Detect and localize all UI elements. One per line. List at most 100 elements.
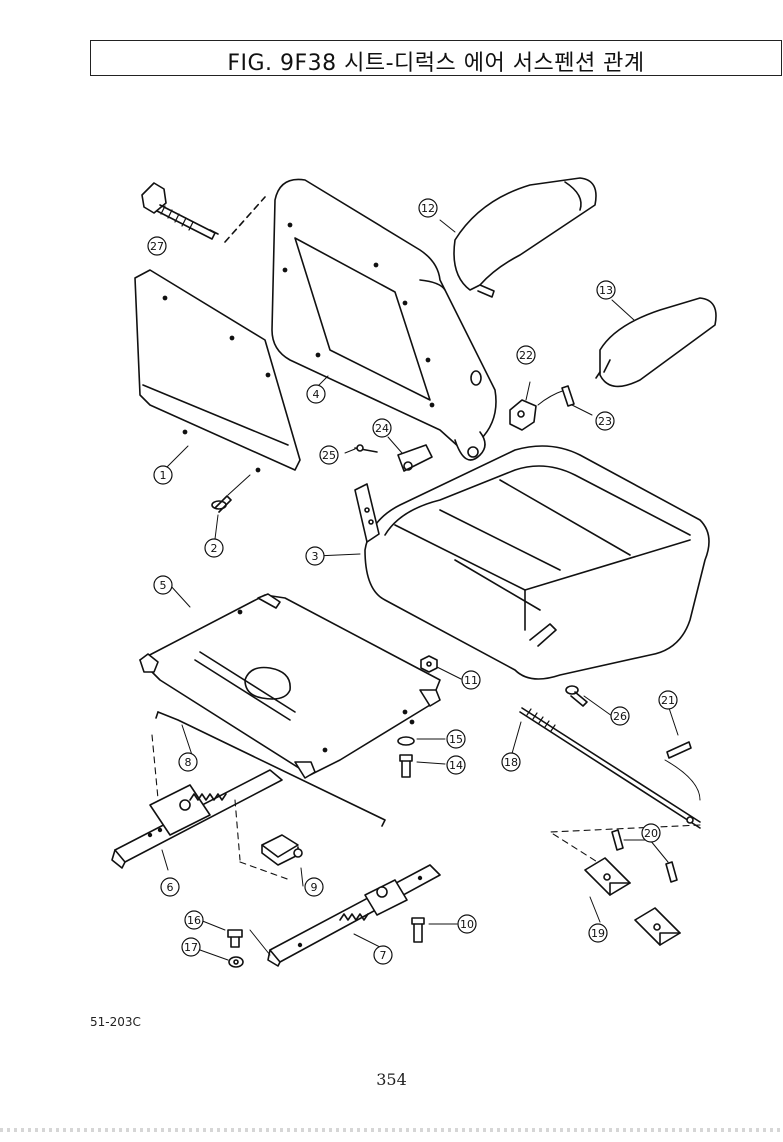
callout-23: 23 xyxy=(595,411,615,431)
callout-circle xyxy=(204,538,224,558)
callout-circle xyxy=(418,198,438,218)
part-22-bracket xyxy=(509,381,566,431)
callout-4: 4 xyxy=(306,384,326,404)
part-16-bolt xyxy=(227,929,243,948)
callout-circle xyxy=(153,465,173,485)
callout-label: 20 xyxy=(644,827,658,840)
callout-circle xyxy=(178,752,198,772)
callout-circle xyxy=(153,575,173,595)
part-20-pins xyxy=(611,829,678,883)
callout-6: 6 xyxy=(160,877,180,897)
part-6-slide-rail xyxy=(111,769,283,869)
part-17-nut xyxy=(228,956,244,968)
callout-label: 26 xyxy=(613,710,627,723)
callout-circle xyxy=(446,755,466,775)
callout-22: 22 xyxy=(516,345,536,365)
callout-label: 9 xyxy=(311,881,318,894)
callout-label: 18 xyxy=(504,756,518,769)
callout-3: 3 xyxy=(305,546,325,566)
callout-circle xyxy=(304,877,324,897)
part-14-bolt xyxy=(399,754,413,778)
part-21-pin xyxy=(666,741,692,759)
part-23-pin xyxy=(561,385,593,416)
callout-15: 15 xyxy=(446,729,466,749)
callout-label: 22 xyxy=(519,349,533,362)
part-18-threaded-rod xyxy=(519,707,701,871)
callout-label: 8 xyxy=(185,756,192,769)
part-12-armrest xyxy=(439,177,597,298)
figure-code: 51-203C xyxy=(90,1015,141,1029)
part-24-link xyxy=(387,436,433,472)
callout-circle xyxy=(319,445,339,465)
callout-26: 26 xyxy=(610,706,630,726)
callout-label: 11 xyxy=(464,674,478,687)
callout-label: 25 xyxy=(322,449,336,462)
callout-circle xyxy=(306,384,326,404)
part-19-brackets xyxy=(584,857,681,946)
part-26-screw xyxy=(565,685,588,707)
callout-12: 12 xyxy=(418,198,438,218)
figure-title: FIG. 9F38 시트-디럭스 에어 서스펜션 관계 xyxy=(227,51,645,76)
callout-8: 8 xyxy=(178,752,198,772)
callout-17: 17 xyxy=(181,937,201,957)
callout-label: 14 xyxy=(449,759,463,772)
callout-label: 21 xyxy=(661,694,675,707)
callout-label: 5 xyxy=(160,579,167,592)
callout-label: 1 xyxy=(160,469,167,482)
callout-label: 7 xyxy=(380,949,387,962)
part-11-nut xyxy=(420,655,438,673)
part-5-base-plate xyxy=(139,593,441,779)
callout-circle xyxy=(610,706,630,726)
callout-circle xyxy=(461,670,481,690)
callout-circle xyxy=(372,418,392,438)
callout-21: 21 xyxy=(658,690,678,710)
callout-circle xyxy=(658,690,678,710)
callout-circle xyxy=(181,937,201,957)
callout-2: 2 xyxy=(204,538,224,558)
callout-label: 10 xyxy=(460,918,474,931)
callout-label: 27 xyxy=(150,240,164,253)
callout-circle xyxy=(184,910,204,930)
callout-circle xyxy=(641,823,661,843)
callout-10: 10 xyxy=(457,914,477,934)
callout-circle xyxy=(501,752,521,772)
part-13-armrest-small xyxy=(595,297,717,388)
callout-circle xyxy=(446,729,466,749)
callout-16: 16 xyxy=(184,910,204,930)
callout-27: 27 xyxy=(147,236,167,256)
callout-circle xyxy=(596,280,616,300)
page-number: 354 xyxy=(376,1070,407,1089)
callout-label: 16 xyxy=(187,914,201,927)
callout-label: 2 xyxy=(211,542,218,555)
callout-13: 13 xyxy=(596,280,616,300)
callout-label: 15 xyxy=(449,733,463,746)
callout-9: 9 xyxy=(304,877,324,897)
callout-19: 19 xyxy=(588,923,608,943)
callout-label: 19 xyxy=(591,927,605,940)
callout-1: 1 xyxy=(153,465,173,485)
part-1-back-panel xyxy=(134,269,301,473)
callout-20: 20 xyxy=(641,823,661,843)
part-3-seat-cushion xyxy=(354,445,710,680)
callout-label: 24 xyxy=(375,422,389,435)
callout-label: 23 xyxy=(598,415,612,428)
callout-11: 11 xyxy=(461,670,481,690)
part-25-bolt xyxy=(344,444,378,454)
callout-7: 7 xyxy=(373,945,393,965)
callout-24: 24 xyxy=(372,418,392,438)
callout-circle xyxy=(305,546,325,566)
callout-circle xyxy=(160,877,180,897)
callout-circle xyxy=(147,236,167,256)
callout-group: 1234567891011121314151617181920212223242… xyxy=(147,198,678,965)
part-9-handle xyxy=(239,834,303,881)
callout-14: 14 xyxy=(446,755,466,775)
callout-label: 3 xyxy=(312,550,319,563)
part-27-adjust-knob xyxy=(141,182,266,243)
callout-circle xyxy=(516,345,536,365)
callout-circle xyxy=(588,923,608,943)
callout-5: 5 xyxy=(153,575,173,595)
callout-circle xyxy=(595,411,615,431)
figure-title-box: FIG. 9F38 시트-디럭스 에어 서스펜션 관계 xyxy=(90,40,782,76)
part-2-screw xyxy=(211,474,251,513)
